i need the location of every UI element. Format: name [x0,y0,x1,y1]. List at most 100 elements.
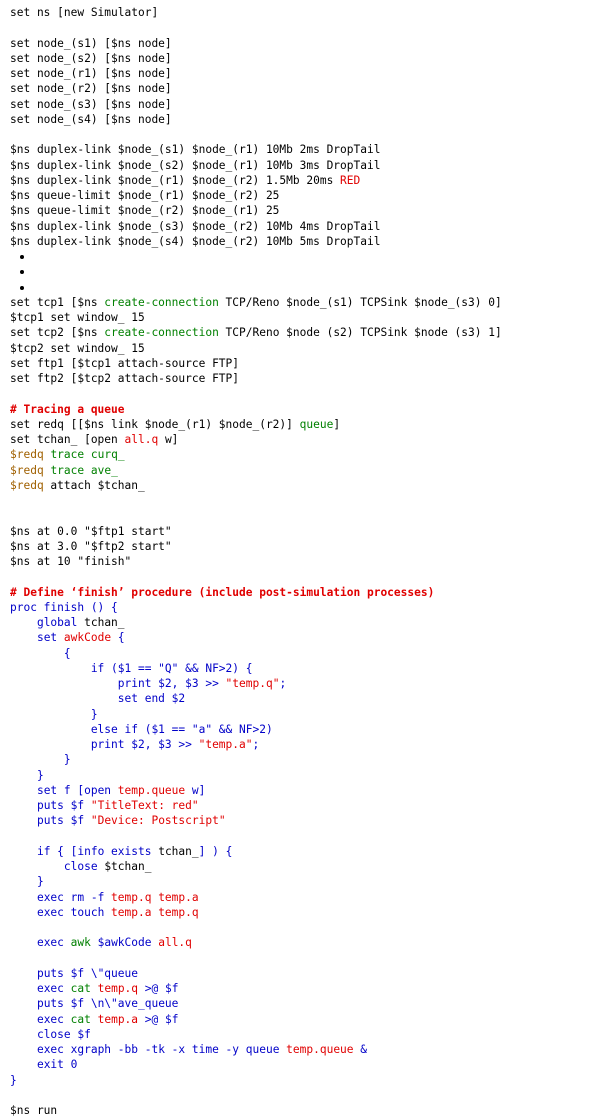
code-token: TCP/Reno $node_(s1) TCPSink $node_(s3) 0… [218,295,502,309]
code-line [10,829,502,844]
code-line: print $2, $3 >> "temp.a"; [10,737,502,752]
code-line: $ns duplex-link $node_(r1) $node_(r2) 1.… [10,173,502,188]
code-token: exit 0 [36,1058,78,1072]
code-token: set node_(s2) [$ns node] [10,51,172,65]
code-line: { [10,646,502,661]
code-line: if { [info exists tchan_] ) { [10,844,502,859]
code-token: $ns at 0.0 "$ftp1 start" [10,524,172,538]
code-token: & [353,1043,368,1056]
code-token: set [36,631,58,645]
code-token: exec [36,982,71,995]
code-token: $redq [10,463,44,477]
code-line: set ftp1 [$tcp1 attach-source FTP] [10,356,502,371]
code-line: # Tracing a queue [10,402,502,417]
ellipsis-dot [20,255,24,259]
code-token: set node_(r1) [$ns node] [10,67,172,80]
ellipsis-dot [20,285,24,290]
code-token: curq_ [90,448,125,462]
code-token: global [36,616,78,629]
code-line: $redq attach $tchan_ [10,478,502,493]
code-line: $ns run [10,1103,502,1118]
code-token: ; [279,677,287,690]
code-token: } [10,753,71,767]
code-line: exec xgraph -bb -tk -x time -y queue tem… [10,1042,502,1057]
code-line: set redq [[$ns link $node_(r1) $node_(r2… [10,417,502,432]
code-line: } [10,707,502,722]
code-token: # Tracing a queue [10,402,125,416]
code-token [91,982,98,995]
code-line: } [10,1073,502,1088]
code-token: >@ $f [138,982,179,995]
code-token: } [10,768,44,782]
code-line: $ns duplex-link $node_(s1) $node_(r1) 10… [10,142,502,157]
code-line [10,280,502,295]
code-line: global tchan_ [10,615,502,630]
code-token [84,464,91,477]
code-token: $ns run [10,1104,58,1117]
code-line: set tcp1 [$ns create-connection TCP/Reno… [10,295,502,310]
code-token: $ns at 10 "finish" [10,555,132,568]
code-token: temp.queue [286,1043,354,1056]
code-line: } [10,752,502,767]
code-token [10,997,37,1010]
code-token: $ns duplex-link $node_(s1) $node_(r1) 10… [10,143,381,157]
code-token: close $f [36,1027,91,1041]
code-token: "temp.q" [225,677,280,690]
code-token: w] [185,783,206,797]
code-token [10,891,37,904]
code-token [10,936,37,949]
code-token [10,982,37,995]
code-line: puts $f \"queue [10,966,502,981]
code-token: temp.q temp.a [111,890,199,904]
code-token: set ftp2 [$tcp2 attach-source FTP] [10,372,240,385]
code-line: $ns queue-limit $node_(r2) $node_(r1) 25 [10,203,502,218]
code-token: attach $tchan_ [43,478,145,492]
code-line: set node_(r1) [$ns node] [10,66,502,81]
code-line: set ftp2 [$tcp2 attach-source FTP] [10,371,502,386]
code-token: trace [50,463,85,477]
code-line: close $f [10,1027,502,1042]
code-line [10,386,502,401]
code-token: temp.a temp.q [111,905,199,919]
code-token: # Define ‘finish’ procedure (include pos… [10,585,435,599]
code-token: if { [info exists [36,844,152,858]
code-token: puts $f [36,814,91,828]
code-token: create-connection [104,326,219,340]
code-token: else if ($1 == "a" && NF>2) [10,722,273,736]
code-line: set tchan_ [open all.q w] [10,432,502,447]
code-token: set tchan_ [open [10,433,125,446]
code-token [10,967,37,980]
code-listing: set ns [new Simulator]set node_(s1) [$ns… [10,5,502,1118]
code-line: if ($1 == "Q" && NF>2) { [10,661,502,676]
code-line: set node_(r2) [$ns node] [10,81,502,96]
code-token: set f [open [36,783,118,797]
code-line [10,264,502,279]
code-token [10,906,37,919]
code-token: ; [252,738,260,751]
code-token: awkCode [63,631,112,645]
code-line: proc finish () { [10,600,502,615]
code-token: set ftp1 [$tcp1 attach-source FTP] [10,356,240,370]
code-token: exec touch [36,905,112,919]
code-token: $ns duplex-link $node_(r1) $node_(r2) 1.… [10,173,341,187]
code-token: puts $f \n\"ave_queue [36,997,179,1011]
code-line: set end $2 [10,691,502,706]
code-line: set node_(s4) [$ns node] [10,112,502,127]
code-token: $ns duplex-link $node_(s2) $node_(r1) 10… [10,158,381,172]
code-line: else if ($1 == "a" && NF>2) [10,722,502,737]
code-line: exit 0 [10,1057,502,1072]
code-token: tchan_ [77,616,125,629]
code-token: w] [158,433,179,446]
code-token: $redq [10,448,44,462]
code-line: set node_(s1) [$ns node] [10,36,502,51]
code-token: ] [333,417,341,431]
code-line [10,249,502,264]
code-token: } [10,1073,17,1087]
code-token: $ns duplex-link $node_(s3) $node_(r2) 10… [10,219,381,233]
code-token: "TitleText: red" [90,799,199,812]
code-line: $tcp1 set window_ 15 [10,310,502,325]
code-token: cat [70,1012,91,1026]
code-line: set node_(s2) [$ns node] [10,51,502,66]
code-line: puts $f "TitleText: red" [10,798,502,813]
code-line [10,569,502,584]
